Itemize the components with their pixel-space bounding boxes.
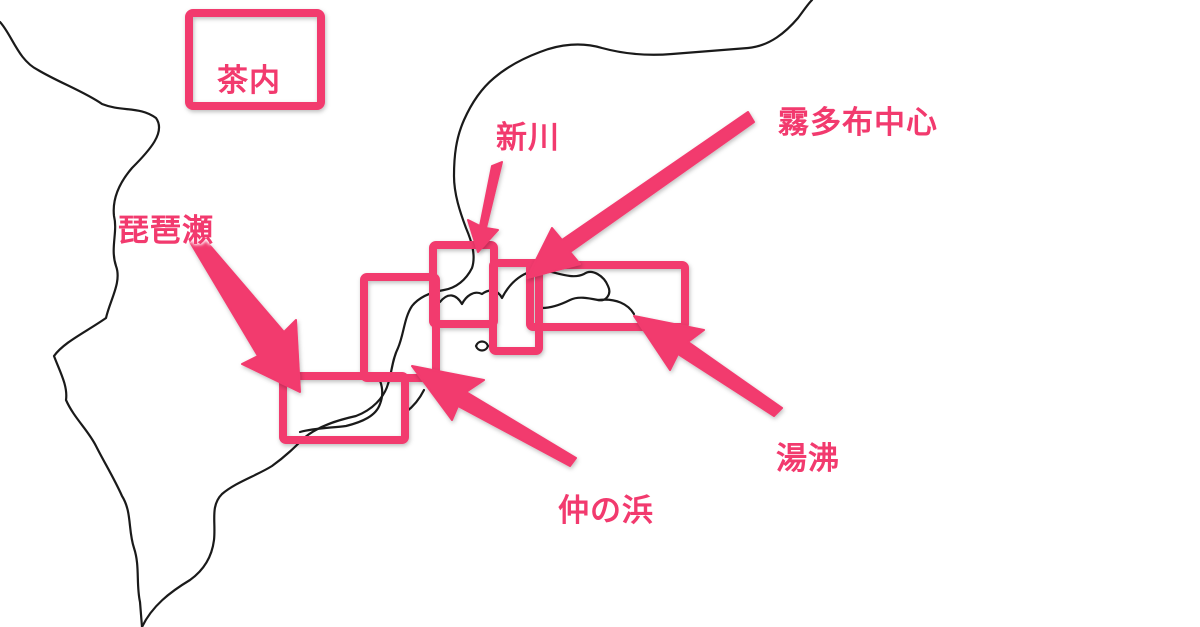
nakanohama-arrow bbox=[411, 365, 577, 467]
yuwaki-box bbox=[526, 261, 689, 331]
island-outline bbox=[474, 340, 490, 352]
label-chanai: 茶内 bbox=[217, 63, 281, 99]
west-boundary-line bbox=[0, 20, 161, 627]
biwase-arrow bbox=[189, 233, 301, 393]
niikawa-box bbox=[429, 241, 498, 328]
bay-shoreline bbox=[438, 268, 611, 310]
chanai-box bbox=[185, 9, 325, 110]
biwase-shoreline bbox=[298, 374, 384, 434]
label-kiritappu-center: 霧多布中心 bbox=[778, 105, 938, 141]
niikawa-arrow bbox=[467, 161, 503, 253]
label-yuwaki: 湯沸 bbox=[776, 441, 840, 477]
biwase-box bbox=[279, 372, 409, 444]
nakanohama-box bbox=[360, 273, 440, 382]
yuwaki-arrow bbox=[633, 315, 783, 417]
east-shoreline bbox=[596, 298, 636, 316]
label-biwase: 琵琶瀬 bbox=[118, 213, 214, 249]
label-nakanohama: 仲の浜 bbox=[558, 493, 654, 529]
kiritappu-center-arrow bbox=[526, 111, 755, 279]
kiritappu-center-box bbox=[489, 259, 543, 355]
coastline bbox=[140, 0, 814, 627]
label-niikawa: 新川 bbox=[496, 120, 560, 156]
